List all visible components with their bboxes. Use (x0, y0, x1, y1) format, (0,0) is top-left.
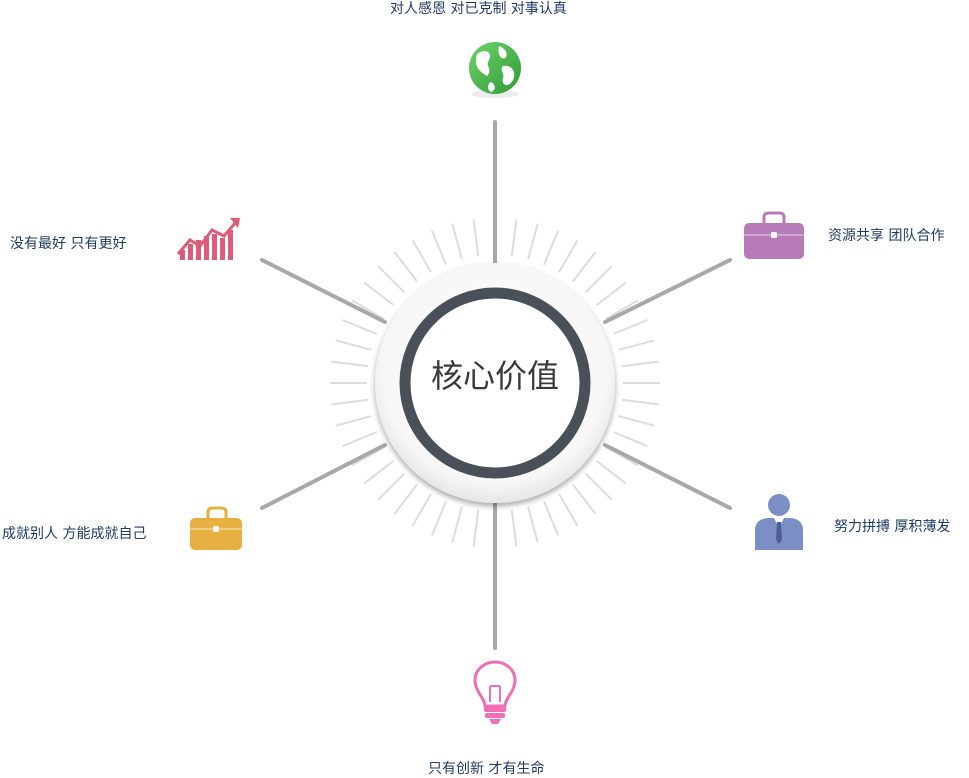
label-upper-right: 资源共享 团队合作 (828, 228, 945, 244)
sunburst-ray (543, 500, 560, 536)
label-bottom: 只有创新 才有生命 (428, 761, 545, 777)
spoke-upper-right (603, 258, 732, 324)
sunburst-ray (621, 398, 659, 406)
sunburst-ray (335, 339, 372, 351)
label-top: 对人感恩 对已克制 对事认真 (390, 1, 567, 17)
sunburst-ray (331, 360, 369, 368)
sunburst-ray (393, 251, 418, 283)
sunburst-ray (572, 483, 597, 515)
sunburst-ray (472, 219, 480, 257)
sunburst-ray (331, 398, 369, 406)
businessman-icon (755, 494, 803, 550)
sunburst-ray (558, 239, 579, 273)
sunburst-ray (618, 339, 655, 351)
sunburst-ray (621, 360, 659, 368)
sunburst-ray (618, 415, 655, 427)
lightbulb-icon (473, 660, 517, 724)
label-upper-left: 没有最好 只有更好 (10, 236, 127, 252)
sunburst-ray (543, 230, 560, 266)
sunburst-ray (430, 230, 447, 266)
sunburst-ray (377, 265, 406, 294)
sunburst-ray (451, 223, 463, 260)
spoke-lower-right (603, 443, 732, 510)
sunburst-ray (572, 251, 597, 283)
sunburst-ray (595, 281, 627, 306)
sunburst-ray (342, 318, 378, 335)
sunburst-ray (612, 318, 648, 335)
globe-icon (469, 42, 521, 98)
sunburst-ray (430, 500, 447, 536)
label-lower-left: 成就别人 方能成就自己 (2, 526, 147, 542)
briefcase-icon (744, 211, 804, 259)
sunburst-ray (527, 223, 539, 260)
sunburst-ray (363, 281, 395, 306)
label-lower-right: 努力拼搏 厚积薄发 (834, 519, 951, 535)
sunburst-ray (451, 506, 463, 543)
sunburst-ray (584, 472, 613, 501)
sunburst-ray (510, 219, 518, 257)
sunburst-ray (558, 493, 579, 527)
briefcase-icon (190, 506, 242, 550)
sunburst-ray (411, 493, 432, 527)
sunburst-ray (351, 299, 385, 320)
spoke-lines (260, 120, 732, 650)
sunburst-ray (377, 472, 406, 501)
sunburst-ray (605, 299, 639, 320)
spoke-upper-left (260, 258, 387, 324)
growth-chart-icon (176, 218, 240, 260)
sunburst-ray (411, 239, 432, 273)
sunburst-ray (335, 415, 372, 427)
sunburst-ray (595, 460, 627, 485)
sunburst-ray (510, 509, 518, 547)
sunburst-ray (584, 265, 613, 294)
sunburst-ray (612, 431, 648, 448)
sunburst-ray (363, 460, 395, 485)
sunburst-ray (393, 483, 418, 515)
center-title: 核心价值 (430, 357, 559, 395)
sunburst-ray (527, 506, 539, 543)
center-ring (399, 287, 591, 479)
sunburst-ray (472, 509, 480, 547)
spoke-lower-left (260, 443, 387, 510)
sunburst-ray (342, 431, 378, 448)
